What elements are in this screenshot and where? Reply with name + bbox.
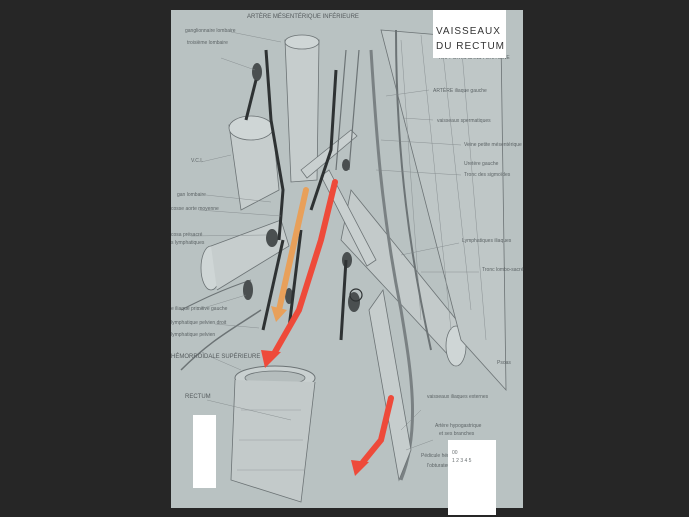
label-right-8: Psoas [497,360,511,366]
label-right-6: Lymphatiques iliaques [462,238,512,244]
label-right-12: Pédicule hémorroïdal [421,453,469,459]
ureter [369,49,415,481]
label-left-11: RECTUM [185,394,211,400]
title-box: VAISSEAUX DU RECTUM [433,10,506,58]
label-right-4: Uretère gauche [464,161,499,167]
spermatic-vessels [395,29,432,351]
label-left-8: lymphatique pelvien droit [171,320,227,326]
lymph-node [348,292,360,312]
scale-ticks: 1 2 3 4 5 [452,458,472,464]
label-right-10: Artère hypogastrique [435,423,482,429]
label-right-0: RAPPORTS SANS PÉRITOINE [439,55,510,61]
lymph-node [266,229,278,247]
rectum-body [230,379,316,503]
label-right-5: Tronc des sigmoïdes [464,172,511,178]
white-mask-left [193,415,216,488]
label-left-5: cosa présacré [171,232,203,238]
red-arrow-upper [261,179,338,368]
vena-cava-opening [228,115,274,141]
aorta-opening [284,34,320,50]
orange-arrow [271,187,309,322]
label-left-2: V.C.I. [191,158,204,164]
hypogastric-artery [368,288,412,482]
label-left-0: ganglionnaire lombaire [185,28,236,34]
label-left-7: e iliaque primitive gauche [171,306,228,312]
label-right-13: l'obturateur [427,463,452,469]
lymph-node [252,63,262,81]
white-mask-right [448,440,496,515]
title-line-1: VAISSEAUX [436,26,501,37]
title-line-2: DU RECTUM [436,41,505,52]
label-right-9: vaisseaux iliaques externes [427,394,489,400]
label-left-3: gan lombaire [177,192,206,198]
anatomical-plate: ARTÈRE MÉSENTÉRIQUE INFÉRIEURE ganglionn… [171,10,524,508]
lymph-node [243,280,253,300]
label-left-6: s lymphatiques [171,240,205,246]
label-right-7: Tronc lombo-sacré [482,267,524,273]
label-left-10: HÉMORROÏDALE SUPÉRIEURE [171,354,261,360]
label-right-3: Veine petite mésentérique [464,142,522,148]
label-right-11: et ses branches [439,431,475,437]
label-left-4: cosse aorte moyenne [171,206,219,212]
label-right-1: ARTÈRE iliaque gauche [433,88,487,94]
scale-top: 00 [452,450,458,456]
lymph-node [342,159,350,171]
scale-bar: 00 1 2 3 4 5 [452,449,471,465]
label-left-9: lymphatique pelvien [171,332,216,338]
label-right-2: vaisseaux spermatiques [437,118,491,124]
red-arrow-lower [351,395,394,476]
label-top: ARTÈRE MÉSENTÉRIQUE INFÉRIEURE [247,14,359,20]
label-left-1: troisième lombaire [187,40,228,46]
